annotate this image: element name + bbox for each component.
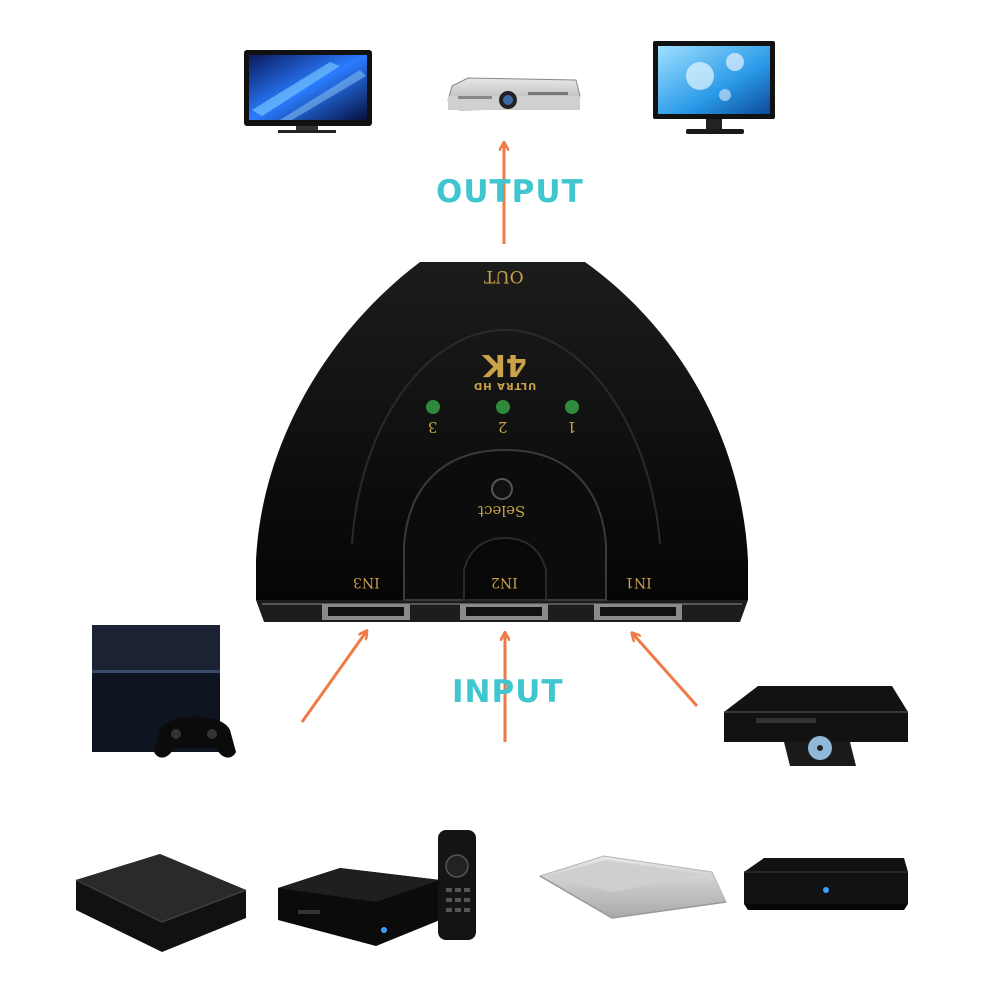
tv-box-icon [744,858,908,910]
port-number-3: 3 [428,418,438,436]
input-label-in3: IN3 [352,574,380,590]
hdmi-port-in2 [460,604,548,620]
input-label-in1: IN1 [624,574,652,590]
projector-icon [447,77,581,111]
input-label: INPUT [452,674,564,710]
out-port-label: OUT [484,266,524,286]
port-number-2: 2 [498,418,508,436]
led-3 [426,400,440,414]
input-arrow-left [300,632,366,723]
led-2 [496,400,510,414]
brand-mark: ULTRA HD 4K [460,347,550,391]
output-label: OUTPUT [436,174,584,210]
port-number-1: 1 [567,418,577,436]
tv-icon [244,50,372,133]
select-label: Select [478,502,526,520]
laptop-icon [538,855,727,919]
game-console-icon [92,625,236,758]
select-button[interactable] [491,478,513,500]
hdmi-port-in3 [322,604,410,620]
set-top-box-icon [278,830,476,946]
led-1 [565,400,579,414]
media-box-icon [75,854,247,952]
input-label-in2: IN2 [490,574,518,590]
input-arrow-right [633,634,699,707]
monitor-icon [653,41,775,134]
hdmi-port-in1 [594,604,682,620]
hdmi-switch [256,262,748,622]
brand-big: 4K [482,347,528,382]
blu-ray-player-icon [724,686,908,766]
